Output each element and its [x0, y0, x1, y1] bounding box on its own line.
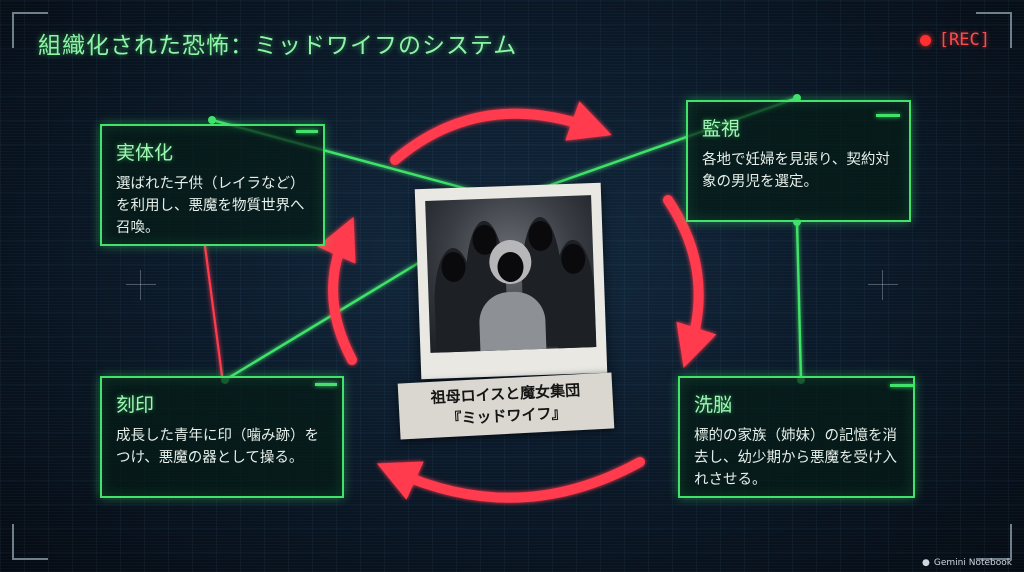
brand-watermark: ● Gemini Notebook — [922, 558, 1012, 568]
decor-tick — [315, 383, 337, 386]
polaroid-photo — [414, 182, 608, 380]
node-text: 選ばれた子供（レイラなど）を利用し、悪魔を物質世界へ召喚。 — [116, 176, 305, 236]
coven-photo-image — [425, 195, 597, 353]
node-incarnation: 実体化 選ばれた子供（レイラなど）を利用し、悪魔を物質世界へ召喚。 — [100, 124, 325, 246]
brand-label: Gemini Notebook — [933, 558, 1012, 568]
node-text: 標的の家族（姉妹）の記憶を消去し、幼少期から悪魔を受け入れさせる。 — [694, 428, 897, 488]
viewfinder-corner — [12, 524, 48, 560]
viewfinder-corner — [12, 12, 48, 48]
node-brainwash: 洗脳 標的の家族（姉妹）の記憶を消去し、幼少期から悪魔を受け入れさせる。 — [678, 376, 915, 498]
link-line — [224, 254, 431, 382]
photo-caption: 祖母ロイスと魔女集団 『ミッドワイフ』 — [397, 372, 615, 440]
record-dot-icon — [919, 34, 931, 46]
crosshair-icon — [126, 270, 156, 300]
cycle-arrow-bottom — [376, 457, 645, 503]
cycle-arrow-right — [663, 195, 717, 369]
crosshair-icon — [868, 270, 898, 300]
decor-tick — [890, 384, 914, 387]
link-line — [203, 245, 224, 377]
cycle-arrow-top — [390, 101, 612, 165]
node-title: 実体化 — [116, 142, 174, 164]
decor-tick — [876, 114, 900, 117]
rec-indicator: [REC] — [919, 30, 990, 50]
viewfinder-corner — [976, 12, 1012, 48]
notebook-logo-icon: ● — [922, 558, 930, 568]
node-surveillance: 監視 各地で妊婦を見張り、契約対象の男児を選定。 — [686, 100, 911, 222]
node-mark: 刻印 成長した青年に印（噛み跡）をつけ、悪魔の器として操る。 — [100, 376, 344, 498]
node-title: 監視 — [702, 118, 741, 140]
node-text: 成長した青年に印（噛み跡）をつけ、悪魔の器として操る。 — [116, 428, 319, 466]
node-title: 刻印 — [116, 394, 155, 416]
node-title: 洗脳 — [694, 394, 733, 416]
link-line — [795, 221, 803, 381]
cycle-arrow-left — [317, 216, 357, 365]
rec-label: [REC] — [938, 30, 990, 50]
decor-tick — [296, 130, 318, 133]
node-text: 各地で妊婦を見張り、契約対象の男児を選定。 — [702, 152, 890, 190]
viewfinder-corner — [976, 524, 1012, 560]
page-title: 組織化された恐怖：ミッドワイフのシステム — [38, 33, 518, 59]
